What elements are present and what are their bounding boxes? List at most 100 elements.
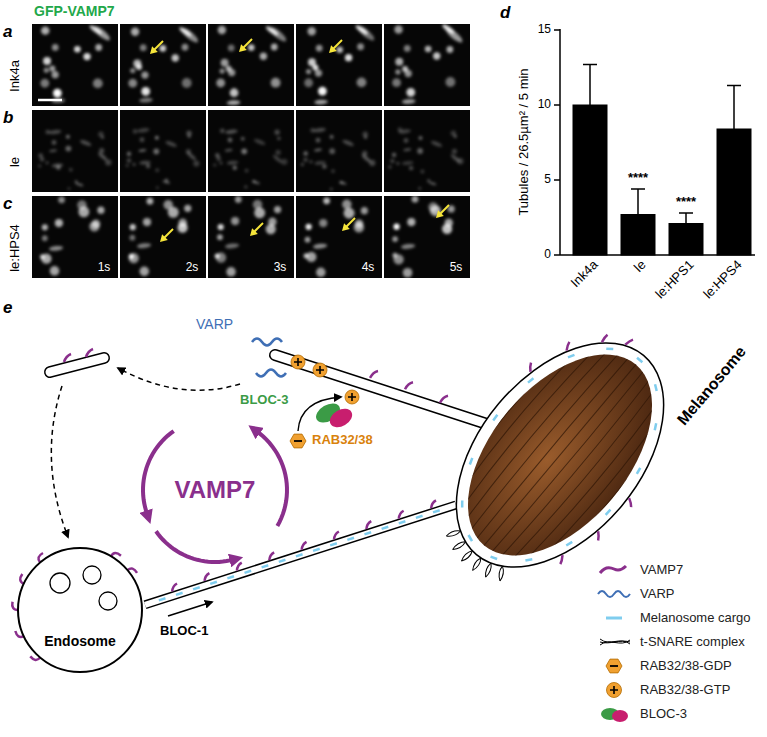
fluorescent-spot bbox=[310, 128, 315, 133]
fluorescent-spot bbox=[304, 78, 313, 87]
fluorescent-structure bbox=[354, 24, 369, 36]
fluorescent-spot bbox=[38, 164, 41, 167]
micrograph-background bbox=[208, 110, 294, 192]
fluorescent-spot bbox=[316, 267, 326, 277]
cargo-mark bbox=[467, 535, 474, 541]
legend-rab-gtp bbox=[607, 683, 622, 698]
category-label: le:HPS4 bbox=[701, 258, 745, 302]
fluorescent-spot bbox=[52, 140, 57, 145]
vamp7-mark bbox=[399, 511, 404, 519]
legend-label: Melanosome cargo bbox=[640, 611, 751, 626]
endosome: Endosome bbox=[15, 545, 145, 675]
fluorescent-spot bbox=[220, 129, 225, 134]
plus-sign bbox=[294, 358, 302, 366]
error-cap bbox=[679, 212, 693, 214]
vamp7-mark bbox=[334, 532, 339, 540]
fluorescent-spot bbox=[66, 135, 70, 139]
error-bar bbox=[685, 213, 687, 224]
panel-letter: a bbox=[3, 22, 12, 42]
fluorescent-spot bbox=[231, 217, 239, 225]
cycle-label: VAMP7 bbox=[175, 476, 256, 504]
fluorescent-spot bbox=[69, 168, 73, 172]
cargo-mark bbox=[244, 571, 251, 573]
cargo-mark bbox=[433, 510, 440, 512]
fluorescent-structure bbox=[137, 242, 152, 248]
node-label: Melanosome bbox=[674, 343, 750, 429]
fluorescent-spot bbox=[133, 163, 136, 166]
fluorescent-spot bbox=[392, 153, 397, 158]
endosome-membrane bbox=[18, 548, 142, 672]
legend-label: BLOC-3 bbox=[640, 707, 687, 722]
fluorescent-spot bbox=[83, 53, 90, 60]
fluorescent-spot bbox=[244, 185, 247, 188]
fluorescent-spot bbox=[452, 149, 457, 154]
scale-bar bbox=[38, 99, 62, 102]
fluorescent-spot bbox=[446, 46, 453, 53]
panel-letter: e bbox=[3, 298, 12, 318]
melanin-striations bbox=[431, 320, 689, 591]
cargo-mark bbox=[382, 527, 389, 529]
fluorescent-spot bbox=[252, 180, 255, 183]
fluorescent-spot bbox=[445, 218, 454, 227]
fluorescent-structure bbox=[441, 24, 456, 35]
vamp7-mark bbox=[20, 574, 24, 584]
minus-sign bbox=[610, 665, 618, 667]
fluorescent-spot bbox=[433, 52, 440, 59]
fluorescent-spot bbox=[323, 197, 330, 204]
tubule-connector bbox=[145, 500, 456, 604]
micrograph-background bbox=[120, 110, 206, 192]
fluorescent-spot bbox=[130, 224, 136, 230]
fluorescent-spot bbox=[218, 26, 226, 34]
micrograph-frame bbox=[296, 196, 382, 278]
fluorescent-structure bbox=[252, 180, 260, 185]
micrograph-background bbox=[32, 196, 118, 278]
striation bbox=[498, 376, 654, 561]
fluorescent-spot bbox=[404, 45, 411, 52]
micrograph-background bbox=[32, 24, 118, 106]
cargo-mark bbox=[227, 576, 234, 578]
vamp7-mark bbox=[440, 396, 448, 403]
pointer-shaft bbox=[254, 223, 263, 232]
error-bar bbox=[637, 189, 639, 215]
pointer-shaft bbox=[333, 40, 342, 49]
fluorescent-spot bbox=[216, 79, 225, 88]
t-snare-strand bbox=[494, 566, 508, 581]
fluorescence-signal bbox=[128, 26, 200, 103]
significance-mark: **** bbox=[628, 171, 648, 186]
cycle-arrow bbox=[143, 431, 174, 515]
fluorescent-spot bbox=[268, 217, 277, 226]
fluorescent-spot bbox=[395, 69, 400, 74]
pointer-arrow bbox=[250, 223, 263, 236]
fluorescent-spot bbox=[141, 87, 150, 96]
rab-gtp-symbol bbox=[313, 363, 327, 377]
vamp7-mark bbox=[564, 342, 572, 351]
fluorescent-spot bbox=[235, 196, 242, 203]
fluorescent-spot bbox=[105, 159, 111, 165]
fluorescent-spot bbox=[318, 87, 327, 96]
panel-letter: b bbox=[3, 108, 13, 128]
rab-gtp-symbol bbox=[345, 390, 359, 404]
fluorescent-structure bbox=[342, 139, 355, 147]
fluorescent-structure bbox=[49, 149, 57, 153]
fluorescent-spot bbox=[393, 224, 399, 230]
micrograph-frame bbox=[384, 24, 470, 106]
legend-label: VAMP7 bbox=[640, 563, 683, 578]
micrograph-background bbox=[296, 196, 382, 278]
fluorescent-spot bbox=[41, 26, 49, 34]
fluorescent-spot bbox=[147, 198, 154, 205]
dashed-arrow bbox=[51, 386, 68, 537]
fluorescent-spot bbox=[418, 136, 422, 140]
microscopy-panels bbox=[32, 23, 470, 278]
fluorescent-spot bbox=[355, 219, 364, 228]
fluorescent-spot bbox=[67, 187, 70, 190]
striation bbox=[457, 341, 614, 527]
pointer-arrow bbox=[239, 39, 252, 52]
category-label: le bbox=[632, 258, 650, 276]
cargo-mark bbox=[636, 468, 641, 474]
vamp7-mark bbox=[370, 371, 378, 378]
cargo-mark bbox=[652, 384, 659, 391]
pointer-head bbox=[342, 223, 350, 231]
fluorescent-spot bbox=[42, 235, 48, 241]
fluorescent-spot bbox=[49, 65, 55, 71]
fluorescent-spot bbox=[155, 136, 159, 140]
